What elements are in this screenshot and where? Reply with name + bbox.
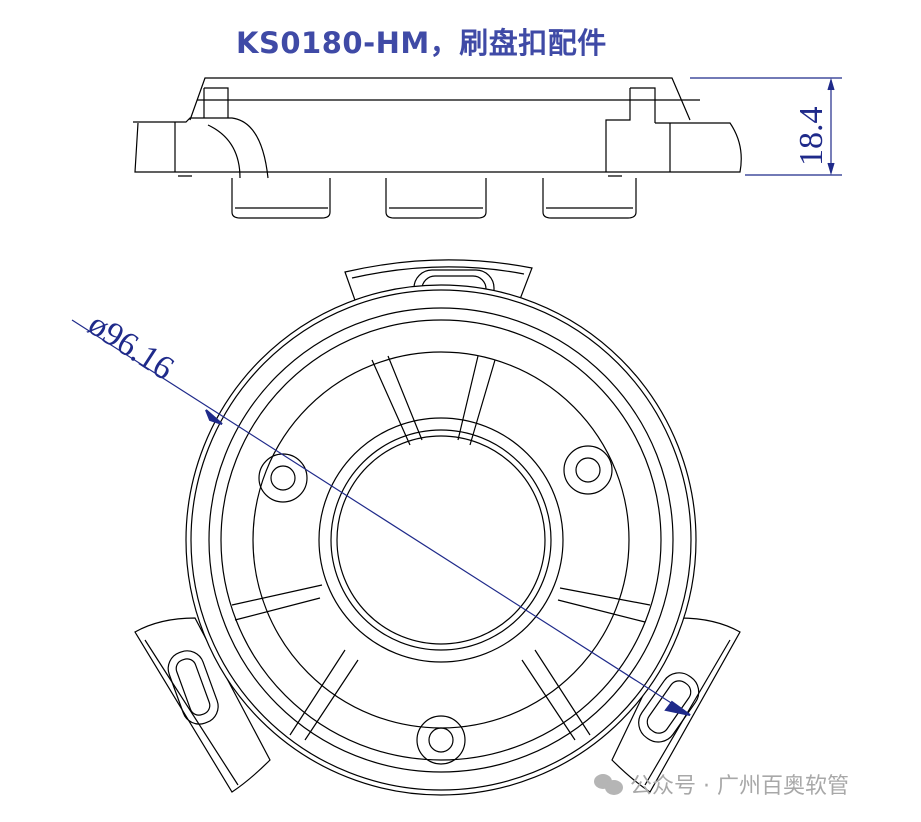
wechat-icon <box>594 772 624 796</box>
boss-right <box>563 445 613 495</box>
clip-slot-left <box>167 650 219 725</box>
watermark: 公众号 · 广州百奥软管 <box>594 768 849 800</box>
tab-right <box>611 617 741 793</box>
diameter-dimension <box>71 319 691 716</box>
side-view <box>133 77 742 219</box>
height-dimension-label: 18.4 <box>793 107 830 167</box>
watermark-text: 公众号 · 广州百奥软管 <box>630 774 849 799</box>
diameter-dimension-label: ø96.16 <box>82 306 181 388</box>
boss-left <box>258 453 308 503</box>
top-view <box>134 259 741 796</box>
drawing-title: KS0180-HM，刷盘扣配件 <box>236 26 607 60</box>
tab-left <box>134 617 271 793</box>
height-dimension <box>690 77 842 176</box>
boss-bottom <box>416 715 466 765</box>
clip-slot-right <box>638 672 700 743</box>
